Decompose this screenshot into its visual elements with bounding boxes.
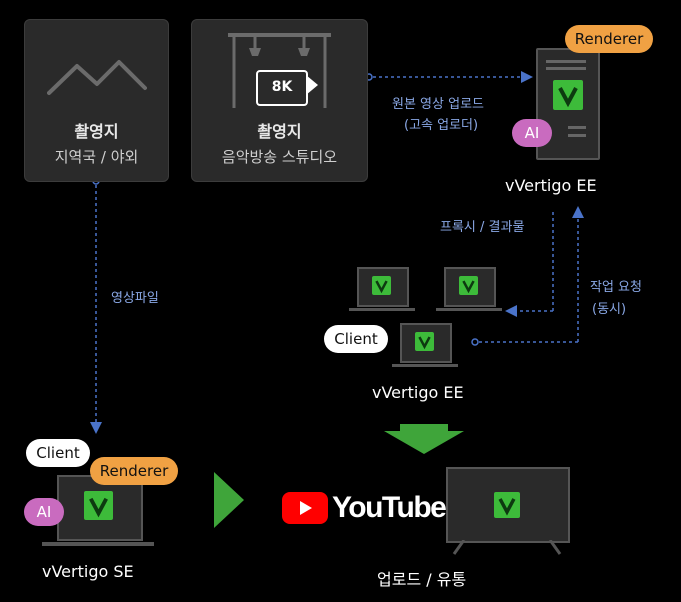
upload-label: 원본 영상 업로드 [392,97,484,112]
ai-badge: AI [24,498,64,526]
vvertigo-logo-icon [415,332,434,351]
vvertigo-logo-icon [84,491,113,520]
vvertigo-logo-icon [494,492,520,518]
card-title: 촬영지 [74,122,119,141]
card-subtitle: 음악방송 스튜디오 [221,148,338,166]
client-badge: Client [324,325,388,353]
youtube-wordmark: YouTube [332,491,447,524]
location-card-studio: 8K 촬영지 음악방송 스튜디오 [191,19,368,182]
client-cluster-name: vVertigo EE [372,383,464,402]
vvertigo-logo-icon [372,276,391,295]
proxy-label: 프록시 / 결과물 [440,220,525,235]
video-file-label: 영상파일 [111,291,159,306]
vvertigo-logo-icon [459,276,478,295]
video-file-arrow [90,177,102,434]
right-arrow [214,472,244,528]
renderer-badge: Renderer [90,457,178,485]
client-badge: Client [26,439,90,467]
proxy-arrow [505,212,554,317]
vvertigo-logo-icon [553,80,583,110]
server-name: vVertigo EE [505,176,597,195]
youtube-logo: YouTube [282,490,447,526]
se-node-name: vVertigo SE [42,562,134,581]
down-arrow [384,424,464,454]
output-caption: 업로드 / 유통 [377,570,467,589]
request-label: 작업 요청 [590,280,642,295]
camera-badge: 8K [271,79,293,95]
card-title: 촬영지 [257,122,302,141]
request-sublabel: (동시) [592,302,627,317]
upload-arrow [365,71,533,83]
studio-rig-icon [228,33,331,108]
youtube-play-icon [282,492,328,524]
request-arrow [471,206,584,346]
location-card-regional: 촬영지 지역국 / 야외 [24,19,169,182]
renderer-badge: Renderer [565,25,653,53]
card-subtitle: 지역국 / 야외 [54,148,139,166]
mountain-icon [47,60,147,95]
camera-8k-icon: 8K [256,70,308,106]
upload-sublabel: (고속 업로더) [404,118,479,133]
ai-badge: AI [512,119,552,147]
